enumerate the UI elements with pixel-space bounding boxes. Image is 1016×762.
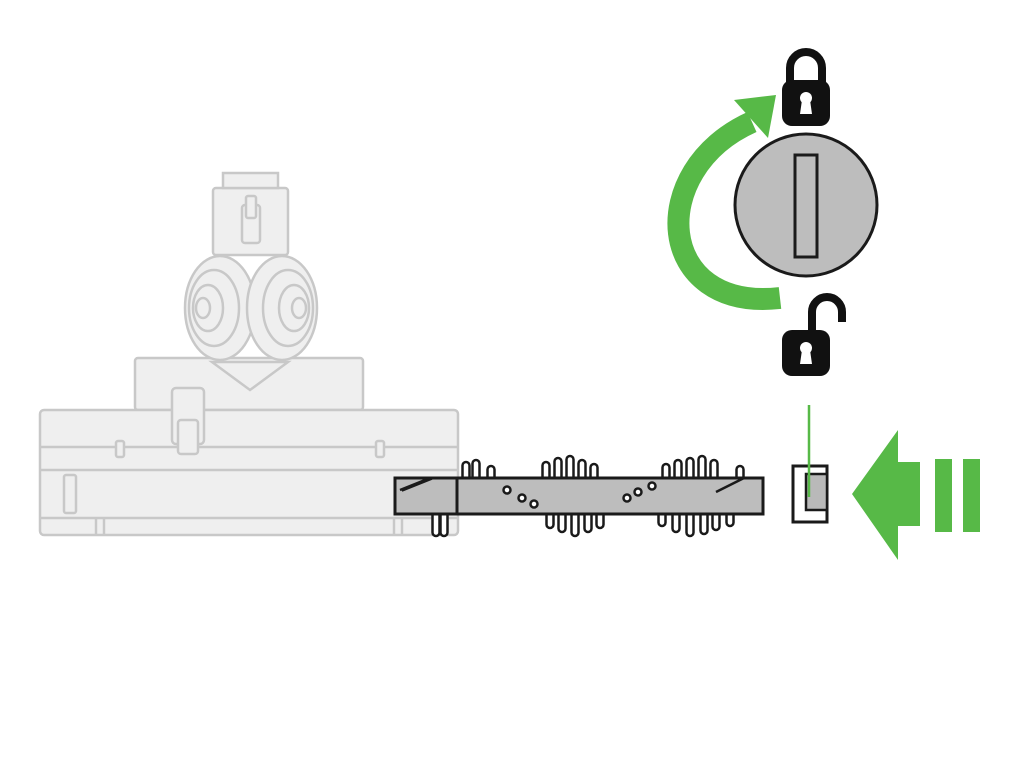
dial-slot: [793, 153, 819, 259]
cleaner-head: [38, 171, 460, 537]
padlock-open-icon: [782, 293, 846, 376]
left-arrow-icon: [852, 430, 980, 560]
brush-bar-end-cap: [791, 405, 829, 524]
brush-spiral-dots: [502, 481, 657, 509]
curved-arrow-icon: [667, 95, 782, 310]
cleaner-joint-left: [183, 254, 257, 362]
cleaner-neck-slot-inner: [244, 194, 258, 220]
end-cap-dial: [733, 132, 879, 278]
cleaner-housing: [38, 408, 460, 537]
cleaner-joint-right: [245, 254, 319, 362]
cleaner-joint-cone: [208, 360, 292, 392]
padlock-closed-icon: [782, 48, 830, 126]
brush-bar: [393, 454, 765, 538]
cleaner-neck-top: [221, 171, 280, 190]
